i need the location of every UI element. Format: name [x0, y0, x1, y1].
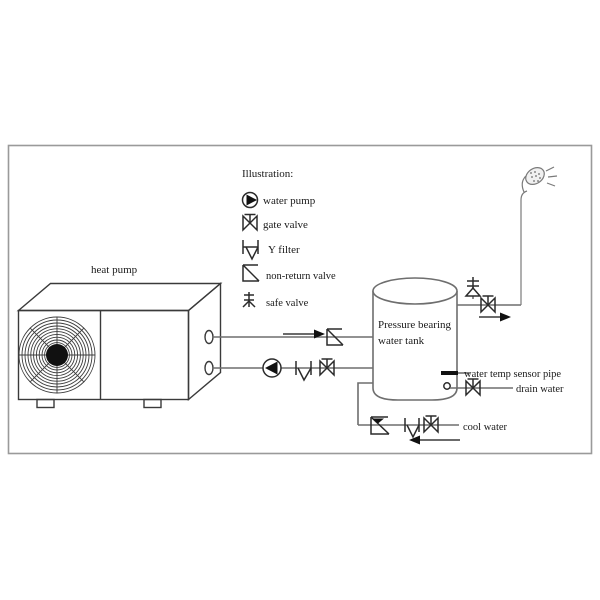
cool-water-label: cool water [463, 422, 508, 433]
water-temp-sensor-pipe [441, 371, 458, 375]
cool-water-in-arrow [409, 435, 460, 445]
legend: Illustration: water pump gate valve Y fi… [241, 168, 336, 309]
legend-label-non-return-valve: non-return valve [266, 271, 336, 282]
drain-water-label: drain water [516, 384, 564, 395]
hot-water-out-arrow [479, 312, 511, 322]
y-filter-icon [242, 240, 259, 261]
gate-valve-cool-water [423, 415, 439, 434]
y-filter-cool-water [404, 418, 420, 439]
heat-pump-unit [16, 281, 223, 409]
non-return-valve-icon [242, 264, 260, 282]
diagram-border [7, 144, 593, 455]
non-return-valve-cool-water [370, 416, 390, 435]
water-temp-sensor-pipe-label: water temp sensor pipe [464, 369, 561, 380]
return-to-tank-arrow [283, 329, 325, 339]
fan-grille [18, 316, 96, 394]
drain-port [443, 382, 451, 390]
tank-label-line2: water tank [378, 335, 425, 347]
legend-label-water-pump: water pump [263, 195, 316, 207]
legend-label-safe-valve: safe valve [266, 298, 309, 309]
safe-valve-icon [242, 292, 256, 308]
water-pump-icon [241, 191, 259, 209]
shower-riser-pipe [520, 190, 528, 305]
gate-valve-icon [242, 213, 258, 232]
pressure-bearing-water-tank [372, 277, 458, 401]
non-return-valve-upper-pipe [326, 328, 344, 346]
legend-label-gate-valve: gate valve [263, 219, 308, 231]
heat-pump-label: heat pump [91, 264, 138, 276]
y-filter-lower-pipe [295, 361, 312, 382]
gate-valve-drain [465, 378, 481, 397]
tank-label-line1: Pressure bearing [378, 319, 452, 331]
heat-pump-port-lower [204, 360, 214, 376]
tank-cool-inlet-elbow [357, 382, 373, 425]
safe-valve-tank [464, 277, 482, 299]
gate-valve-hot-water [480, 295, 496, 314]
heat-pump-port-upper [204, 329, 214, 345]
gate-valve-lower-pipe [319, 358, 335, 377]
legend-heading: Illustration: [242, 168, 293, 180]
legend-label-y-filter: Y filter [268, 244, 300, 256]
shower-head [521, 166, 558, 193]
water-pump [262, 358, 282, 378]
